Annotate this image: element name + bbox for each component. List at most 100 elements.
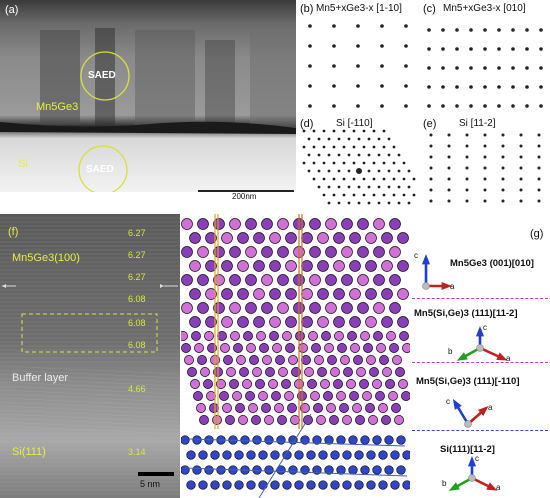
atom xyxy=(397,232,409,244)
atom xyxy=(284,391,294,401)
diffraction-spot xyxy=(307,137,311,141)
diffraction-spot xyxy=(497,47,501,51)
section-title: Si(111)[11-2] xyxy=(440,444,495,455)
diffraction-spot xyxy=(327,185,331,189)
atom xyxy=(288,465,298,475)
atom xyxy=(372,435,382,445)
atom xyxy=(285,232,297,244)
panel-a-label: (a) xyxy=(5,4,19,16)
atomic-model-image xyxy=(181,214,410,498)
diffraction-spot xyxy=(342,145,346,149)
spacing-value: 6.27 xyxy=(128,272,146,282)
atom xyxy=(205,260,217,272)
diffraction-spot xyxy=(537,177,541,181)
panel-b-label: (b) xyxy=(300,3,314,15)
diffraction-spot xyxy=(497,85,501,89)
atom xyxy=(324,465,334,475)
atom xyxy=(207,343,217,353)
atom xyxy=(334,331,344,341)
atom xyxy=(360,435,370,445)
atom xyxy=(396,465,406,475)
atom xyxy=(386,331,396,341)
diffraction-spot xyxy=(387,201,391,205)
atom xyxy=(295,331,305,341)
diffraction-spot xyxy=(525,28,529,32)
atom xyxy=(229,379,239,389)
atom xyxy=(264,435,274,445)
atom xyxy=(399,331,409,341)
atom xyxy=(281,379,291,389)
diffraction-spot xyxy=(308,44,312,48)
diffraction-spot xyxy=(337,137,341,141)
diffraction-spot xyxy=(382,129,386,133)
atom xyxy=(197,302,209,314)
atom xyxy=(397,260,409,272)
panel-c-pattern xyxy=(427,28,543,108)
diffraction-spot xyxy=(501,155,505,159)
atom xyxy=(269,331,279,341)
atom xyxy=(341,274,353,286)
atom xyxy=(230,331,240,341)
atom xyxy=(210,450,220,460)
diffraction-spot xyxy=(352,145,356,149)
diffraction-spot xyxy=(392,145,396,149)
diffraction-spot xyxy=(519,188,523,192)
atom xyxy=(205,288,217,300)
diffraction-spot xyxy=(539,104,543,108)
axis-label: b xyxy=(448,347,453,356)
diffraction-spot xyxy=(347,169,351,173)
atom xyxy=(372,465,382,475)
atom xyxy=(245,274,257,286)
atom xyxy=(275,355,285,365)
atom xyxy=(317,367,327,377)
atom xyxy=(222,403,232,413)
atom xyxy=(194,343,204,353)
atom xyxy=(300,465,310,475)
diffraction-spot xyxy=(347,201,351,205)
diffraction-spot xyxy=(525,47,529,51)
atom xyxy=(349,260,361,272)
atom xyxy=(313,403,323,413)
atom xyxy=(229,218,241,230)
diffraction-spot xyxy=(537,166,541,170)
atom xyxy=(356,367,366,377)
spacing-value: 6.08 xyxy=(128,318,146,328)
axis-label: c xyxy=(414,251,418,260)
atom xyxy=(384,465,394,475)
atom xyxy=(354,480,364,490)
atom xyxy=(261,246,273,258)
diffraction-spot xyxy=(352,193,356,197)
atom xyxy=(221,288,233,300)
atom xyxy=(189,260,201,272)
atom xyxy=(307,379,317,389)
diffraction-spot xyxy=(382,177,386,181)
atom xyxy=(324,343,334,353)
atom xyxy=(390,450,400,460)
diffraction-spot xyxy=(455,47,459,51)
diffraction-spot xyxy=(525,85,529,89)
atom xyxy=(301,316,313,328)
atom xyxy=(366,450,376,460)
atom xyxy=(234,450,244,460)
atom xyxy=(213,218,225,230)
atom xyxy=(294,450,304,460)
atom xyxy=(264,415,274,425)
atom xyxy=(242,379,252,389)
atom xyxy=(216,379,226,389)
panel-d-label: (d) xyxy=(300,118,314,130)
atom xyxy=(365,403,375,413)
atom xyxy=(304,367,314,377)
diffraction-spot xyxy=(356,24,360,28)
atom xyxy=(226,367,236,377)
diffraction-spot xyxy=(501,199,505,203)
diffraction-spot xyxy=(537,155,541,159)
atom xyxy=(341,302,353,314)
diffraction-spot xyxy=(447,188,451,192)
diffraction-spot xyxy=(387,137,391,141)
diffraction-spot xyxy=(362,161,366,165)
atom xyxy=(402,343,410,353)
panel-f-label: (f) xyxy=(8,226,19,238)
atom xyxy=(253,232,265,244)
atom xyxy=(368,415,378,425)
diffraction-spot xyxy=(539,85,543,89)
